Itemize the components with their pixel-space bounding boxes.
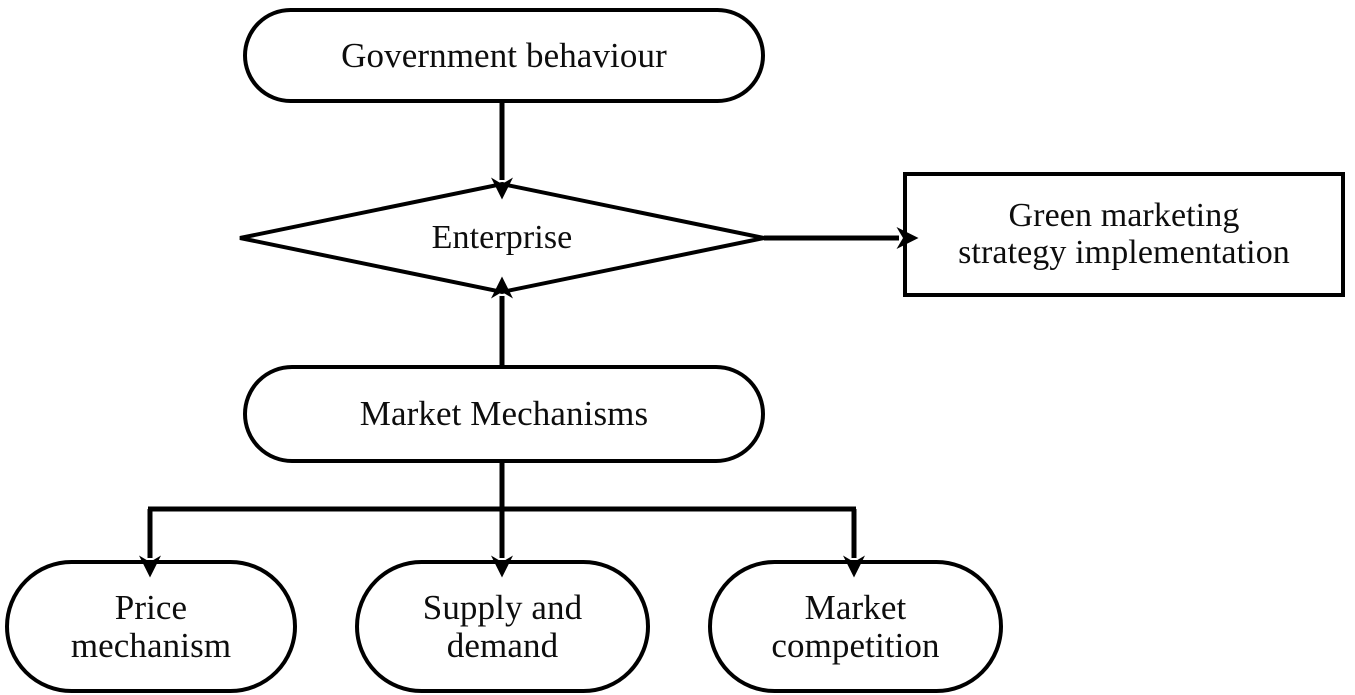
node-market-competition[interactable] — [708, 560, 1003, 693]
node-supply-and-demand[interactable] — [355, 560, 650, 693]
node-market-mechanisms[interactable] — [243, 365, 765, 463]
node-enterprise[interactable] — [239, 181, 765, 295]
node-green-marketing-strategy[interactable] — [903, 172, 1345, 297]
node-price-mechanism[interactable] — [5, 560, 297, 693]
node-government-behaviour[interactable] — [243, 8, 765, 103]
